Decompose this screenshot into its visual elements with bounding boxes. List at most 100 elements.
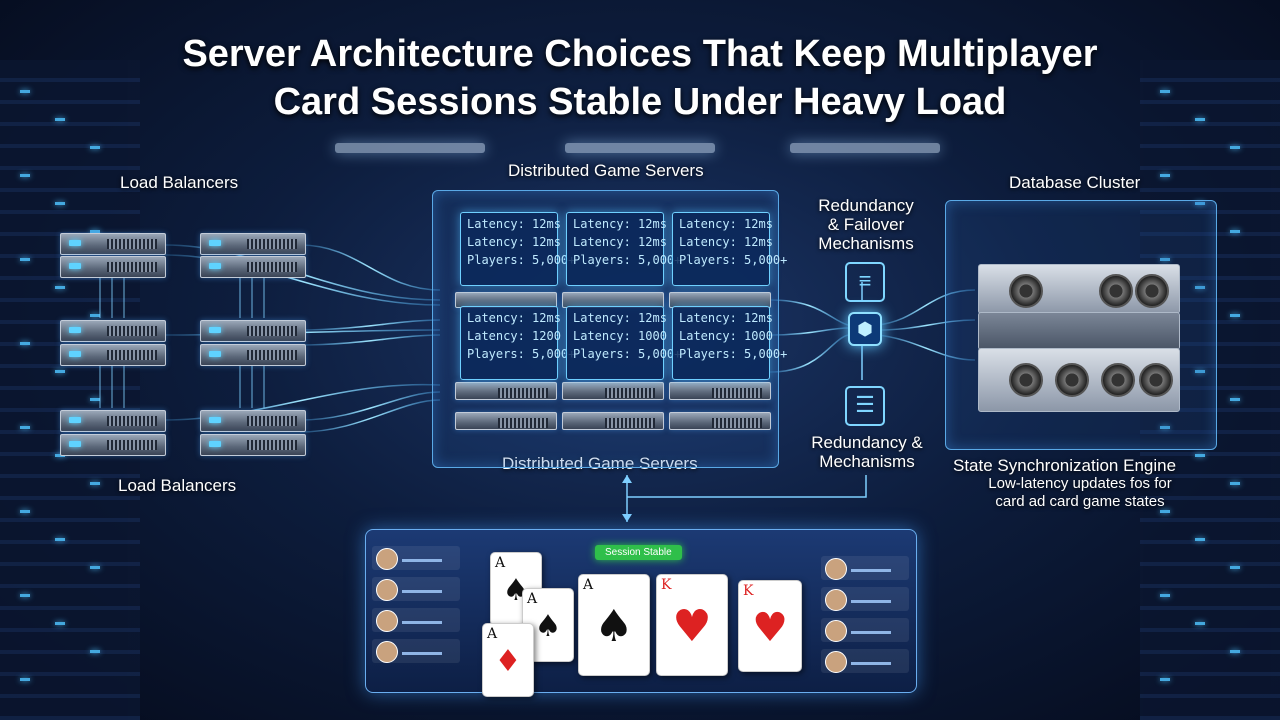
status-led-icon xyxy=(209,417,221,423)
rack-led xyxy=(1160,258,1170,261)
ceiling-light xyxy=(335,143,485,153)
session-status-badge: Session Stable xyxy=(595,545,682,560)
rack-led xyxy=(1160,174,1170,177)
stat-latency: Latency: 12ms xyxy=(679,235,773,249)
fan-icon xyxy=(1055,363,1089,397)
database-server xyxy=(978,312,1180,350)
rack-led xyxy=(90,230,100,233)
fan-icon xyxy=(1099,274,1133,308)
load-balancer-unit xyxy=(200,256,306,278)
status-led-icon xyxy=(209,351,221,357)
rack-led xyxy=(55,538,65,541)
server-stat-card: Latency: 12ms Latency: 1000 Players: 5,0… xyxy=(566,306,682,380)
status-led-icon xyxy=(69,441,81,447)
load-balancer-unit xyxy=(60,233,166,255)
player-bar xyxy=(402,621,442,624)
game-server-unit xyxy=(455,382,557,400)
player-list-right xyxy=(821,556,909,680)
status-led-icon xyxy=(69,240,81,246)
player-row[interactable] xyxy=(372,577,460,601)
load-balancer-unit xyxy=(200,233,306,255)
playing-card[interactable]: K♥ xyxy=(738,580,802,672)
status-led-icon xyxy=(209,441,221,447)
stat-latency: Latency: 12ms xyxy=(467,311,561,325)
rack-led xyxy=(1230,314,1240,317)
rack-led xyxy=(20,510,30,513)
playing-card[interactable]: K♥ xyxy=(656,574,728,676)
rack-led xyxy=(55,286,65,289)
rack-led xyxy=(20,678,30,681)
background-racks-left xyxy=(0,60,140,720)
label-line: Mechanisms xyxy=(818,234,914,253)
card-suit: ♥ xyxy=(752,605,788,651)
label-database-cluster: Database Cluster xyxy=(1009,173,1141,192)
status-led-icon xyxy=(69,327,81,333)
vent-grille xyxy=(247,326,297,336)
avatar xyxy=(376,641,398,663)
rack-led xyxy=(1160,678,1170,681)
vent-grille xyxy=(107,262,157,272)
player-row[interactable] xyxy=(821,587,909,611)
load-balancer-unit xyxy=(200,434,306,456)
label-line: & Failover xyxy=(827,215,905,234)
game-server-unit xyxy=(562,382,664,400)
rack-led xyxy=(1230,230,1240,233)
card-suit: ♦ xyxy=(494,644,522,679)
page-title: Server Architecture Choices That Keep Mu… xyxy=(0,30,1280,126)
player-row[interactable] xyxy=(821,556,909,580)
game-server-unit xyxy=(455,412,557,430)
document-icon: ☰ xyxy=(845,386,885,426)
status-led-icon xyxy=(209,263,221,269)
rack-led xyxy=(1230,146,1240,149)
stat-players: Players: 5,000+ xyxy=(467,253,576,267)
fan-icon xyxy=(1139,363,1173,397)
stat-latency: Latency: 1000 xyxy=(679,329,773,343)
vent-grille xyxy=(107,239,157,249)
server-stat-card: Latency: 12ms Latency: 12ms Players: 5,0… xyxy=(566,212,681,286)
vent-grille xyxy=(247,262,297,272)
player-row[interactable] xyxy=(372,639,460,663)
vent-grille xyxy=(107,440,157,450)
player-row[interactable] xyxy=(372,546,460,570)
load-balancer-unit xyxy=(60,256,166,278)
label-line: Redundancy xyxy=(818,196,914,215)
status-led-icon xyxy=(209,240,221,246)
player-row[interactable] xyxy=(372,608,460,632)
rack-led xyxy=(1230,398,1240,401)
vent-grille xyxy=(712,388,762,398)
card-suit: ♥ xyxy=(672,601,712,652)
player-row[interactable] xyxy=(821,618,909,642)
rack-led xyxy=(1195,370,1205,373)
status-led-icon xyxy=(69,351,81,357)
fan-icon xyxy=(1101,363,1135,397)
vent-grille xyxy=(107,326,157,336)
player-bar xyxy=(851,662,891,665)
rack-led xyxy=(90,482,100,485)
fan-icon xyxy=(1009,363,1043,397)
label-line: Low-latency updates fos for xyxy=(988,475,1172,492)
game-server-unit xyxy=(669,382,771,400)
playing-card[interactable]: A♦ xyxy=(482,623,534,697)
card-rank: A xyxy=(495,555,506,571)
avatar xyxy=(376,548,398,570)
rack-led xyxy=(55,202,65,205)
player-row[interactable] xyxy=(821,649,909,673)
rack-led xyxy=(20,90,30,93)
playing-card[interactable]: A♠ xyxy=(578,574,650,676)
rack-led xyxy=(1160,90,1170,93)
rack-led xyxy=(90,650,100,653)
stat-latency: Latency: 1200 xyxy=(467,329,561,343)
vent-grille xyxy=(247,239,297,249)
fan-icon xyxy=(1135,274,1169,308)
stat-players: Players: 5,000+ xyxy=(573,347,682,361)
vent-grille xyxy=(107,350,157,360)
rack-led xyxy=(1230,650,1240,653)
game-server-unit xyxy=(562,412,664,430)
vent-grille xyxy=(605,418,655,428)
rack-led xyxy=(90,314,100,317)
rack-led xyxy=(1195,286,1205,289)
label-distributed-servers-top: Distributed Game Servers xyxy=(508,161,704,180)
stat-latency: Latency: 12ms xyxy=(573,217,667,231)
label-load-balancers-top: Load Balancers xyxy=(120,173,239,192)
stat-latency: Latency: 12ms xyxy=(573,311,667,325)
